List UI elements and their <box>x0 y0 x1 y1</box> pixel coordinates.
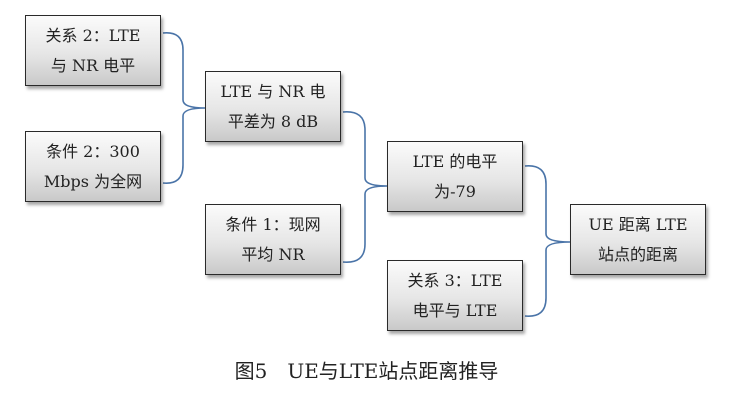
figure-caption: 图5 UE与LTE站点距离推导 <box>234 359 499 383</box>
node-condition-1: 条件 1：现网 平均 NR <box>205 204 341 275</box>
connector-b5-b6-to-b7 <box>524 165 571 317</box>
node-ue-distance: UE 距离 LTE 站点的距离 <box>570 204 706 275</box>
node-text: 与 NR 电平 <box>50 55 136 75</box>
node-level-difference: LTE 与 NR 电 平差为 8 dB <box>205 71 341 142</box>
node-lte-level: LTE 的电平 为-79 <box>387 141 523 212</box>
node-text: LTE 与 NR 电 <box>220 81 326 101</box>
node-text: 电平与 LTE <box>412 300 498 320</box>
connector-b3-b4-to-b5 <box>342 111 388 263</box>
node-text: 关系 2：LTE <box>45 25 141 45</box>
node-text: 条件 1：现网 <box>225 214 321 234</box>
connector-b1-b2-to-b3 <box>162 32 206 184</box>
node-text: 关系 3：LTE <box>407 270 503 290</box>
node-text: LTE 的电平 <box>412 151 498 171</box>
node-text: 平均 NR <box>241 244 305 264</box>
node-text: 为-79 <box>434 181 476 201</box>
node-text: UE 距离 LTE <box>588 214 688 234</box>
node-text: 平差为 8 dB <box>227 111 319 131</box>
node-relation-2: 关系 2：LTE 与 NR 电平 <box>25 15 161 86</box>
node-text: 条件 2：300 <box>46 141 140 161</box>
node-text: Mbps 为全网 <box>43 171 143 191</box>
node-relation-3: 关系 3：LTE 电平与 LTE <box>387 260 523 331</box>
node-text: 站点的距离 <box>597 244 678 264</box>
node-condition-2: 条件 2：300 Mbps 为全网 <box>25 131 161 202</box>
